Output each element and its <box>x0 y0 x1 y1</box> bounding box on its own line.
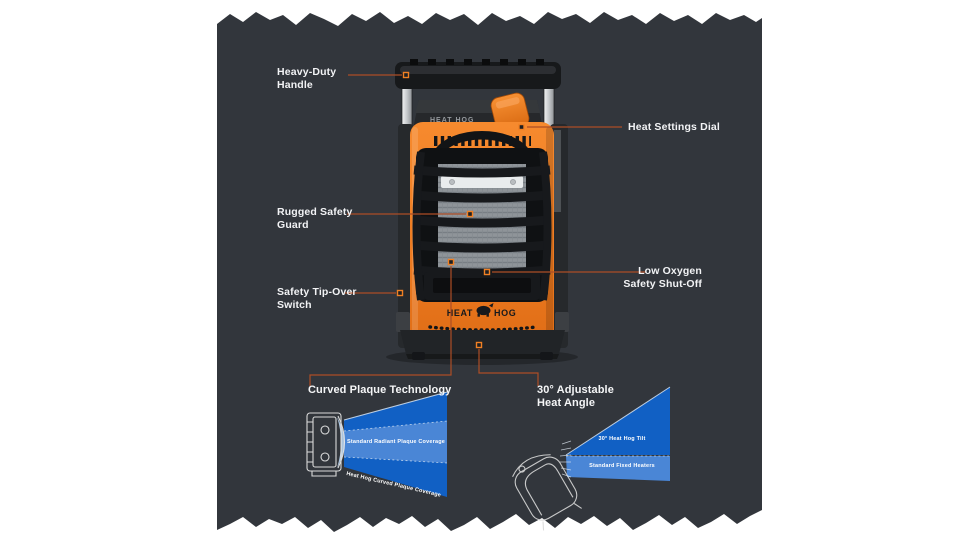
callout-marker-low-oxygen <box>483 268 491 276</box>
hog-icon <box>476 303 494 317</box>
curved-plaque-title: Curved Plaque Technology <box>308 384 452 396</box>
side-frame-highlight <box>554 130 561 212</box>
heater-front-sketch <box>306 412 346 477</box>
standard-coverage-label: Standard Radiant Plaque Coverage <box>346 439 446 445</box>
tip-over-switch <box>396 312 410 332</box>
callout-label-handle: Heavy-Duty Handle <box>277 66 337 92</box>
callout-markers <box>396 71 525 349</box>
handle-bar <box>395 59 561 89</box>
callout-label-tip-over: Safety Tip-Over Switch <box>277 286 357 312</box>
callout-line-heat-angle <box>478 349 539 386</box>
callout-line-curved-plaque <box>309 266 452 386</box>
front-logo: HEAT HOG <box>447 303 516 318</box>
callout-marker-heat-angle <box>475 341 483 349</box>
heat-dial-knob <box>490 92 530 132</box>
callout-label-guard: Rugged Safety Guard <box>277 206 353 232</box>
heat-angle-title: 30° Adjustable Heat Angle <box>537 384 614 410</box>
fixed-heaters-label: Standard Fixed Heaters <box>589 463 655 469</box>
callout-marker-curved-plaque <box>447 258 455 266</box>
safety-cage <box>412 148 552 302</box>
standard-coverage-band <box>344 421 447 463</box>
vent-dots <box>428 325 538 332</box>
top-logo-text: HEAT HOG <box>430 117 474 124</box>
heater-base <box>400 330 565 360</box>
carry-handle-arc <box>433 131 531 157</box>
foot-left <box>412 352 425 360</box>
callout-marker-dial <box>518 123 525 131</box>
curved-plaque-diagram <box>306 391 448 497</box>
foot-right <box>540 352 553 360</box>
heater-tilted-sketch <box>512 454 582 531</box>
callout-label-low-oxygen: Low Oxygen Safety Shut-Off <box>623 265 702 291</box>
fixed-heater-band <box>566 456 670 481</box>
callout-marker-guard <box>466 210 474 218</box>
callout-lines <box>309 74 646 386</box>
beam-origin-ticks <box>559 440 572 478</box>
reflector-bar <box>441 176 523 188</box>
callout-label-dial: Heat Settings Dial <box>628 121 720 133</box>
front-logo-hog: HOG <box>494 308 516 318</box>
heat-angle-diagram <box>512 386 671 531</box>
callout-marker-handle <box>402 71 410 79</box>
callout-marker-tip-over <box>396 289 404 297</box>
tilt-label: 30° Heat Hog Tilt <box>598 436 646 442</box>
front-logo-heat: HEAT <box>447 308 473 318</box>
